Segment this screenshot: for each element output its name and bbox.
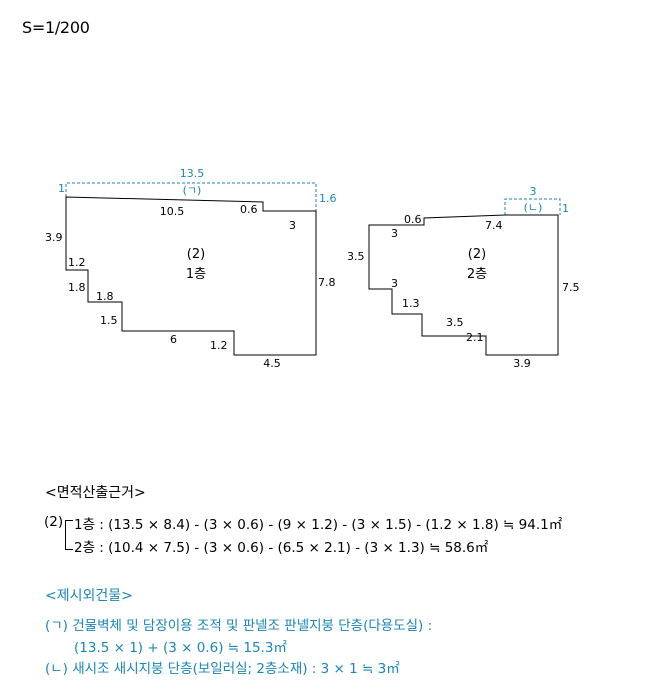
floor1-excluded-area — [65, 182, 317, 211]
excluded-buildings-heading: <제시외건물> — [45, 588, 133, 604]
floor1-dim-left: 3.9 — [45, 231, 63, 244]
floor2-excluded-label: (ㄴ) — [524, 201, 543, 214]
floor2-plan: 3 (ㄴ) 1 0.6 7.4 3 3.5 7.5 3 1.3 3.5 2.1 … — [347, 185, 580, 370]
area-basis-heading: <면적산출근거> — [45, 485, 146, 501]
area-basis-bracket — [65, 520, 73, 550]
area-basis-floor1: 1층 : (13.5 × 8.4) - (3 × 0.6) - (9 × 1.2… — [74, 517, 563, 533]
floor1-dim-step3: 1.8 — [96, 290, 114, 303]
floor1-excluded-right: 1.6 — [319, 192, 337, 205]
floor2-excluded-right: 1 — [562, 202, 569, 215]
floor2-dim-step3: 2.1 — [466, 331, 484, 344]
floor2-dim-top: 7.4 — [485, 219, 503, 232]
excluded-item2: (ㄴ) 새시조 새시지붕 단층(보일러실; 2층소재) : 3 × 1 ≒ 3㎡ — [45, 661, 400, 677]
floor1-excluded-label: (ㄱ) — [183, 184, 202, 197]
floor1-excluded-left: 1 — [58, 182, 65, 195]
floor2-excluded-width: 3 — [530, 185, 537, 198]
floor2-name: 2층 — [467, 267, 487, 282]
excluded-item1-calc: (13.5 × 1) + (3 × 0.6) ≒ 15.3㎡ — [74, 640, 287, 656]
floor1-plan: 13.5 (ㄱ) 1 1.6 10.5 0.6 3 3.9 7.8 1.2 1.… — [45, 167, 337, 370]
floor-plan-drawing: 13.5 (ㄱ) 1 1.6 10.5 0.6 3 3.9 7.8 1.2 1.… — [45, 167, 580, 370]
floor1-dim-top-step: 0.6 — [240, 203, 258, 216]
floor2-outline — [368, 214, 559, 356]
floor2-dim-step1: 1.3 — [402, 297, 420, 310]
floor2-title: (2) — [468, 247, 486, 262]
floor2-dim-left-inner: 3 — [391, 227, 398, 240]
floor2-dim-right: 7.5 — [562, 281, 580, 294]
scale-label: S=1/200 — [22, 18, 90, 37]
floor1-dim-bottom: 4.5 — [263, 357, 281, 370]
floor2-dim-left: 3.5 — [347, 250, 365, 263]
excluded-item1-desc: (ㄱ) 건물벽체 및 담장이용 조적 및 판넬조 판넬지붕 단층(다용도실) : — [45, 618, 433, 634]
floor2-excluded-area — [504, 198, 561, 215]
floor2-dim-top-left: 0.6 — [404, 213, 422, 226]
area-basis-floor2: 2층 : (10.4 × 7.5) - (3 × 0.6) - (6.5 × 2… — [74, 540, 489, 556]
floor1-dim-right: 7.8 — [318, 276, 336, 289]
floor1-dim-top-step-right: 3 — [289, 219, 296, 232]
area-basis-prefix: (2) — [44, 514, 64, 530]
floor1-dim-step4: 1.5 — [100, 314, 118, 327]
floor1-dim-top: 10.5 — [160, 205, 185, 218]
floor2-dim-bottom: 3.9 — [513, 357, 531, 370]
floor1-excluded-width: 13.5 — [180, 167, 205, 180]
floor1-dim-step1: 1.2 — [68, 256, 86, 269]
floor1-name: 1층 — [186, 267, 206, 282]
floor1-dim-step2: 1.8 — [68, 281, 86, 294]
floor1-dim-bottom-step: 1.2 — [210, 339, 228, 352]
floor2-dim-step2: 3.5 — [446, 316, 464, 329]
floor1-dim-bottom-mid: 6 — [170, 333, 177, 346]
floor1-title: (2) — [187, 247, 205, 262]
floor2-dim-mid: 3 — [391, 277, 398, 290]
floor1-outline — [65, 196, 317, 356]
